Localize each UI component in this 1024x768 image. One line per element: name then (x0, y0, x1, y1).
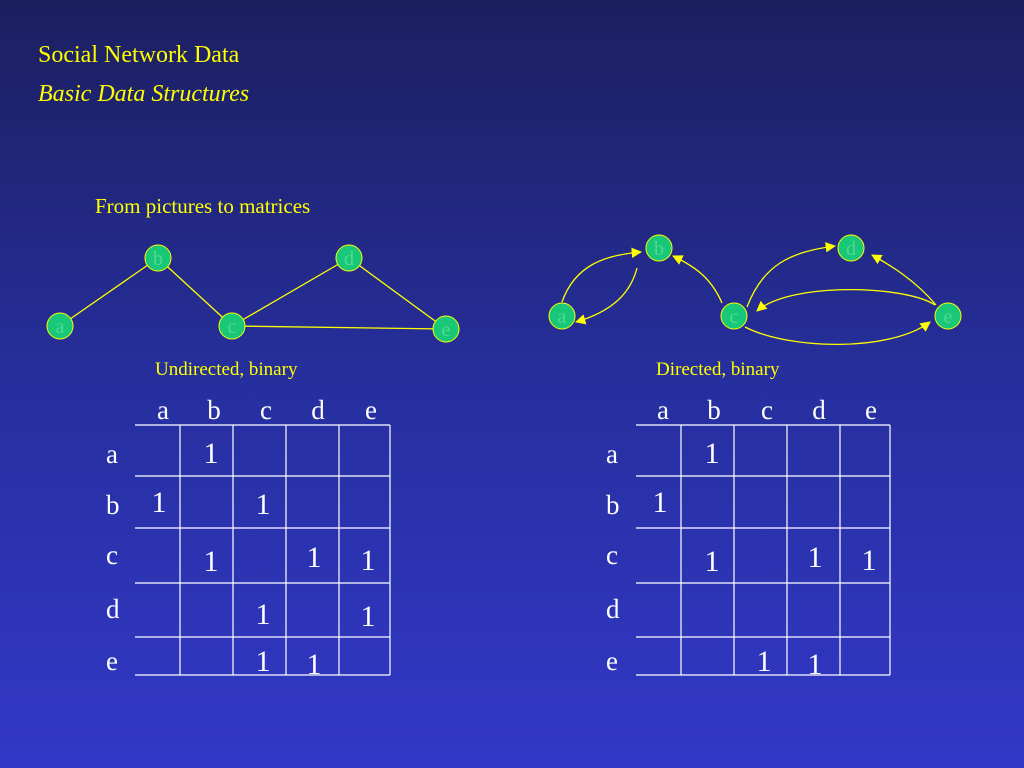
directed-graph-nodes: a b c d e (548, 234, 962, 330)
node-a: a (548, 302, 576, 330)
directed-caption: Directed, binary (656, 359, 780, 380)
directed-graph (561, 242, 937, 346)
arc-c-to-e (744, 321, 931, 346)
arc-b-to-a (575, 267, 638, 325)
undirected-row-label-a: a (106, 439, 118, 469)
undirected-col-header-d: d (311, 395, 325, 425)
node-b-label: b (654, 238, 664, 260)
directed-col-header-b: b (707, 395, 721, 425)
node-c: c (720, 302, 748, 330)
undirected-cell-e-d: 1 (306, 648, 322, 681)
arc-c-to-d (746, 242, 837, 308)
node-b-label: b (153, 248, 163, 270)
node-a-label: a (558, 306, 567, 328)
directed-cell-e-d: 1 (807, 648, 823, 681)
arc-a-to-b (561, 247, 643, 303)
node-c-label: c (228, 316, 237, 338)
directed-cell-a-b: 1 (704, 437, 720, 470)
directed-cell-c-d: 1 (807, 541, 823, 574)
undirected-cell-d-e: 1 (360, 600, 376, 633)
node-e-label: e (944, 306, 953, 328)
directed-col-header-d: d (812, 395, 826, 425)
edge-a-b (59, 257, 159, 327)
edge-d-e (348, 257, 447, 330)
directed-cell-b-a: 1 (652, 486, 668, 519)
directed-row-label-a: a (606, 439, 618, 469)
undirected-row-label-e: e (106, 646, 118, 676)
undirected-cell-e-c: 1 (255, 645, 271, 678)
undirected-row-label-c: c (106, 540, 118, 570)
directed-cell-c-b: 1 (704, 545, 720, 578)
node-b: b (645, 234, 673, 262)
undirected-col-header-a: a (157, 395, 169, 425)
node-e-label: e (442, 319, 451, 341)
arc-e-to-c (756, 288, 936, 312)
section-heading: From pictures to matrices (95, 194, 311, 218)
arc-e-to-d (871, 254, 937, 306)
directed-row-label-e: e (606, 646, 618, 676)
directed-col-header-a: a (657, 395, 669, 425)
node-d: d (335, 244, 363, 272)
directed-row-label-c: c (606, 540, 618, 570)
undirected-col-header-b: b (207, 395, 221, 425)
undirected-col-header-c: c (260, 395, 272, 425)
undirected-graph: a b c d e (46, 244, 460, 343)
undirected-row-label-d: d (106, 594, 120, 624)
edge-b-c (157, 257, 233, 327)
undirected-cell-b-a: 1 (151, 486, 167, 519)
node-a: a (46, 312, 74, 340)
node-d: d (837, 234, 865, 262)
directed-cell-e-c: 1 (756, 645, 772, 678)
undirected-col-header-e: e (365, 395, 377, 425)
node-c-label: c (730, 306, 739, 328)
undirected-matrix-grid (135, 424, 391, 676)
undirected-cell-a-b: 1 (203, 437, 219, 470)
directed-col-header-e: e (865, 395, 877, 425)
directed-col-header-c: c (761, 395, 773, 425)
node-e: e (432, 315, 460, 343)
undirected-cell-b-c: 1 (255, 488, 271, 521)
node-d-label: d (344, 248, 354, 270)
node-b: b (144, 244, 172, 272)
undirected-cell-c-d: 1 (306, 541, 322, 574)
directed-cell-c-e: 1 (861, 544, 877, 577)
undirected-cell-d-c: 1 (255, 598, 271, 631)
node-a-label: a (56, 316, 65, 338)
directed-row-label-d: d (606, 594, 620, 624)
directed-matrix-grid (636, 424, 891, 676)
undirected-cell-c-b: 1 (203, 545, 219, 578)
directed-row-label-b: b (606, 490, 620, 520)
node-e: e (934, 302, 962, 330)
edge-c-d (231, 257, 350, 327)
undirected-row-label-b: b (106, 490, 120, 520)
node-c: c (218, 312, 246, 340)
arc-c-to-b (672, 255, 723, 304)
slide-title: Social Network Data (38, 42, 240, 68)
node-d-label: d (846, 238, 856, 260)
undirected-caption: Undirected, binary (155, 359, 298, 380)
undirected-cell-c-e: 1 (360, 544, 376, 577)
slide-subtitle: Basic Data Structures (38, 81, 250, 107)
edge-c-e (231, 325, 447, 330)
